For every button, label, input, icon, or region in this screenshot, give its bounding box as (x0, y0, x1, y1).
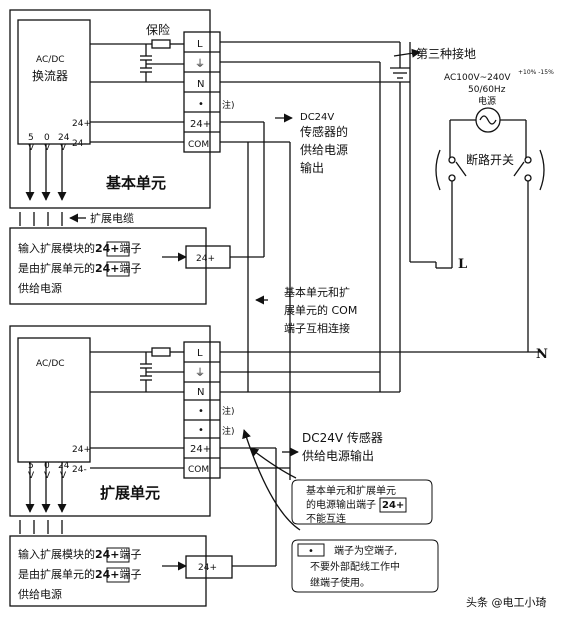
base-terminal-empty: • (198, 99, 204, 110)
ext-note-upper-l3: 供给电源 (18, 281, 62, 295)
no-interconnect-3: 不能互连 (306, 512, 346, 525)
ext-unit-v-1: V (28, 471, 35, 481)
supply-label: 电源 (478, 95, 496, 107)
ext-terminal-24p: 24+ (190, 444, 211, 455)
ext-terminal-empty-1: • (198, 406, 204, 417)
base-note-mark: 注) (222, 99, 235, 111)
base-unit-box (9, 9, 211, 209)
base-unit-title: 基本单元 (105, 174, 166, 192)
empty-terminal-box (297, 543, 325, 557)
base-out-5v: 5 (28, 133, 34, 143)
no-interconnect-box (379, 497, 407, 513)
base-pin-24m: 24- (72, 139, 87, 149)
ext-note-lower-l2: 是由扩展单元的24+端子 (18, 567, 142, 581)
line-N-label: N (536, 347, 548, 362)
ext-terminal-empty-2: • (198, 425, 204, 436)
base-unit-v-2: V (44, 143, 51, 153)
sensor-upper-3: 供给电源 (300, 143, 348, 157)
ext-note-lower-l3: 供给电源 (18, 587, 62, 601)
base-terminal-com: COM (188, 140, 209, 150)
ext-pin-24m: 24- (72, 465, 87, 475)
base-out-24v: 24 (58, 133, 70, 143)
base-unit-v-1: V (28, 143, 35, 153)
ext-note-lower-l1: 输入扩展模块的24+端子 (18, 547, 142, 561)
line-L-label: L (458, 257, 467, 272)
ext-terminal-com: COM (188, 465, 209, 475)
ext-converter-box (17, 337, 91, 463)
sensor-lower-2: 供给电源输出 (302, 448, 374, 463)
ground-label: 第三种接地 (416, 46, 476, 61)
empty-terminal-3: 继端子使用。 (310, 576, 370, 589)
ext-unit-v-3: V (60, 471, 67, 481)
com-note-1: 基本单元和扩 (284, 285, 350, 299)
base-out-0v: 0 (44, 133, 50, 143)
ext-pin-24p: 24+ (72, 445, 91, 455)
base-converter-label-2: 换流器 (32, 69, 68, 83)
ext-note-upper-box1 (106, 241, 130, 257)
ext-terminal-N: N (197, 387, 204, 398)
ext-unit-box (9, 325, 211, 517)
ext-note-lower-box1 (106, 547, 130, 563)
supply-tolerance: +10% -15% (518, 69, 554, 76)
ext-module-box-upper (9, 227, 207, 305)
ext-unit-v-2: V (44, 471, 51, 481)
ext-terminal-upper-label: 24+ (196, 254, 215, 264)
empty-terminal-dot: • (308, 546, 314, 557)
base-pin-24p: 24+ (72, 119, 91, 129)
ext-module-box-lower (9, 535, 207, 607)
supply-voltage: AC100V~240V (444, 73, 511, 83)
com-note-3: 端子互相连接 (284, 322, 350, 335)
base-converter-label-1: AC/DC (36, 55, 65, 65)
ext-terminal-block (183, 341, 221, 479)
no-interconnect-1: 基本单元和扩展单元 (306, 484, 396, 497)
ext-note-lower-box2 (106, 567, 130, 583)
ext-note-upper-box2 (106, 261, 130, 277)
empty-terminal-2: 不要外部配线工作中 (310, 560, 400, 573)
ext-out-24v: 24 (58, 461, 70, 471)
fuse-label: 保险 (146, 22, 170, 37)
sensor-upper-4: 输出 (300, 160, 324, 175)
ext-cable-label: 扩展电缆 (90, 211, 134, 225)
ext-terminal-L: L (197, 348, 203, 359)
supply-frequency: 50/60Hz (468, 85, 506, 95)
ext-note-upper-l1: 输入扩展模块的24+端子 (18, 241, 142, 255)
ext-terminal-ground: ⏚ (195, 367, 205, 379)
base-fuse (151, 39, 171, 49)
ext-note-mark-1: 注) (222, 405, 235, 417)
breaker-label: 断路开关 (466, 152, 514, 167)
base-terminal-ground: ⏚ (195, 58, 205, 70)
ext-note-mark-2: 注) (222, 425, 235, 437)
ext-out-5v: 5 (28, 461, 34, 471)
com-note-2: 展单元的 COM (284, 303, 357, 317)
base-terminal-L: L (197, 39, 203, 50)
ext-unit-title: 扩展单元 (100, 484, 160, 502)
ext-out-0v: 0 (44, 461, 50, 471)
ext-terminal-lower-label: 24+ (198, 563, 217, 573)
sensor-upper-2: 传感器的 (300, 124, 348, 139)
watermark: 头条 @电工小琦 (466, 595, 547, 609)
ext-note-upper-l2: 是由扩展单元的24+端子 (18, 261, 142, 275)
base-unit-v-3: V (60, 143, 67, 153)
ext-converter-label: AC/DC (36, 359, 65, 369)
sensor-lower-1: DC24V 传感器 (302, 430, 383, 445)
base-terminal-24p: 24+ (190, 119, 211, 130)
empty-terminal-1: 端子为空端子, (334, 544, 397, 557)
sensor-upper-1: DC24V (300, 112, 334, 123)
base-terminal-N: N (197, 79, 204, 90)
